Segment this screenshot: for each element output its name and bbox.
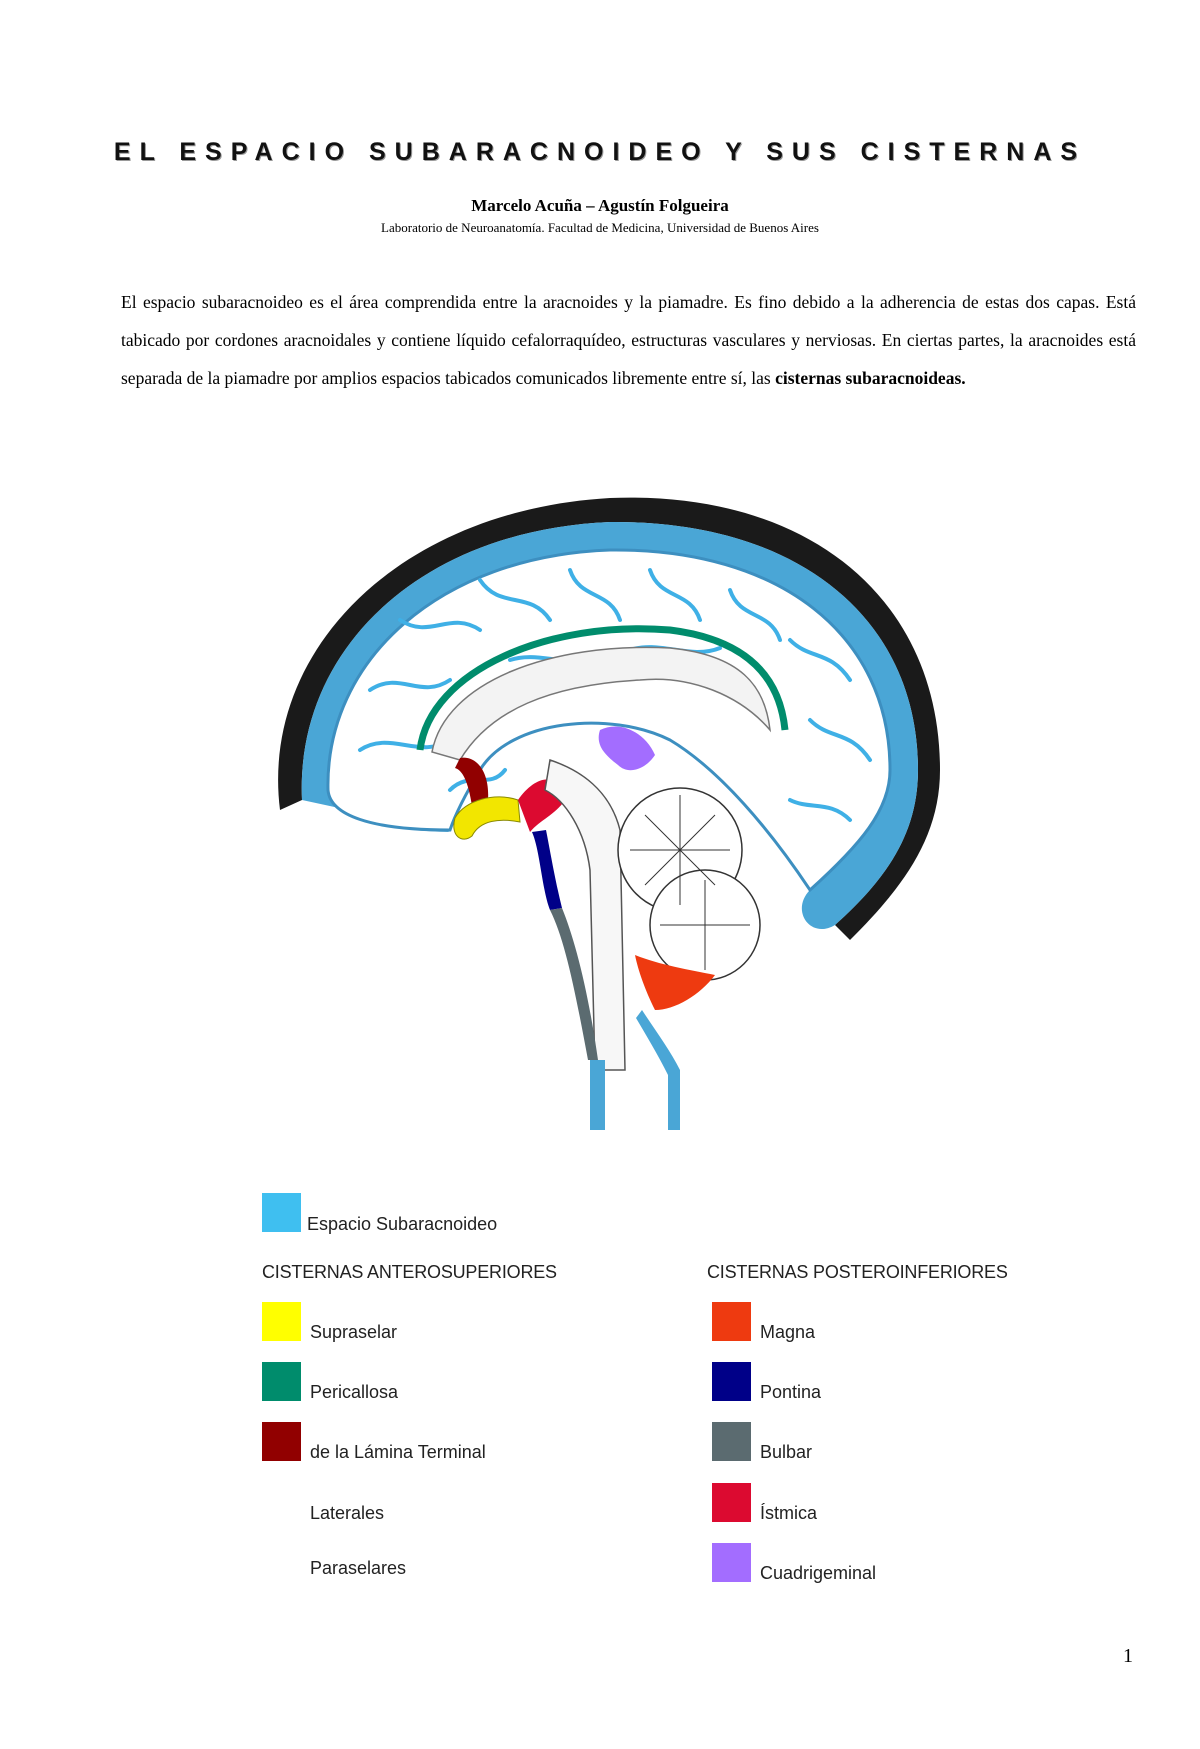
legend-label-bulbar: Bulbar (760, 1442, 813, 1462)
pericallosal-cistern (416, 625, 789, 751)
affiliation: Laboratorio de Neuroanatomía. Facultad d… (381, 220, 819, 235)
legend-label-istmica: Ístmica (760, 1503, 818, 1523)
legend-label-pericallosa: Pericallosa (310, 1382, 399, 1402)
legend-heading-postero: CISTERNAS POSTEROINFERIORES (707, 1262, 1008, 1282)
legend-heading-antero: CISTERNAS ANTEROSUPERIORES (262, 1262, 557, 1282)
legend-label-magna: Magna (760, 1322, 816, 1342)
pontine-cistern (532, 830, 562, 910)
bulbar-cistern (550, 908, 598, 1060)
page-title: EL ESPACIO SUBARACNOIDEO Y SUS CISTERNAS (113, 138, 1087, 166)
legend-label-lamina-terminal: de la Lámina Terminal (310, 1442, 486, 1462)
intro-paragraph: El espacio subaracnoideo es el área comp… (121, 283, 1136, 397)
legend-label-supraselar: Supraselar (310, 1322, 398, 1342)
lamina-terminalis-cistern (455, 757, 489, 806)
cerebrum (326, 548, 892, 893)
legend-swatch-supraselar (262, 1302, 301, 1341)
legend-swatch-lamina-terminal (262, 1422, 301, 1461)
cerebellum (617, 787, 761, 981)
legend-label-laterales: Laterales (310, 1503, 385, 1523)
legend-swatch-bulbar (712, 1422, 751, 1461)
spinal-subarachnoid (590, 1010, 680, 1130)
legend-swatch-pontina (712, 1362, 751, 1401)
legend-label-cuadrigeminal: Cuadrigeminal (760, 1563, 877, 1583)
dura-band (278, 497, 940, 940)
legend-label-paraselares: Paraselares (310, 1558, 407, 1578)
brain-sagittal-illustration (278, 497, 940, 1130)
quadrigeminal-cistern (598, 726, 655, 771)
legend-swatch-space (262, 1193, 301, 1232)
magna-cistern (635, 955, 715, 1010)
legend-swatch-magna (712, 1302, 751, 1341)
intro-text: El espacio subaracnoideo es el área comp… (121, 292, 1136, 388)
brainstem (544, 759, 626, 1071)
authors: Marcelo Acuña – Agustín Folgueira (471, 196, 729, 215)
page-number: 1 (1123, 1645, 1133, 1667)
legend-label-pontina: Pontina (760, 1382, 822, 1402)
legend-swatch-istmica (712, 1483, 751, 1522)
suprasellar-cistern (453, 796, 521, 840)
subarachnoid-outer (301, 521, 918, 930)
intro-bold-term: cisternas subaracnoideas. (775, 368, 966, 388)
legend-swatch-pericallosa (262, 1362, 301, 1401)
corpus-callosum (431, 646, 772, 761)
legend-swatch-cuadrigeminal (712, 1543, 751, 1582)
legend-label-space: Espacio Subaracnoideo (307, 1214, 498, 1234)
